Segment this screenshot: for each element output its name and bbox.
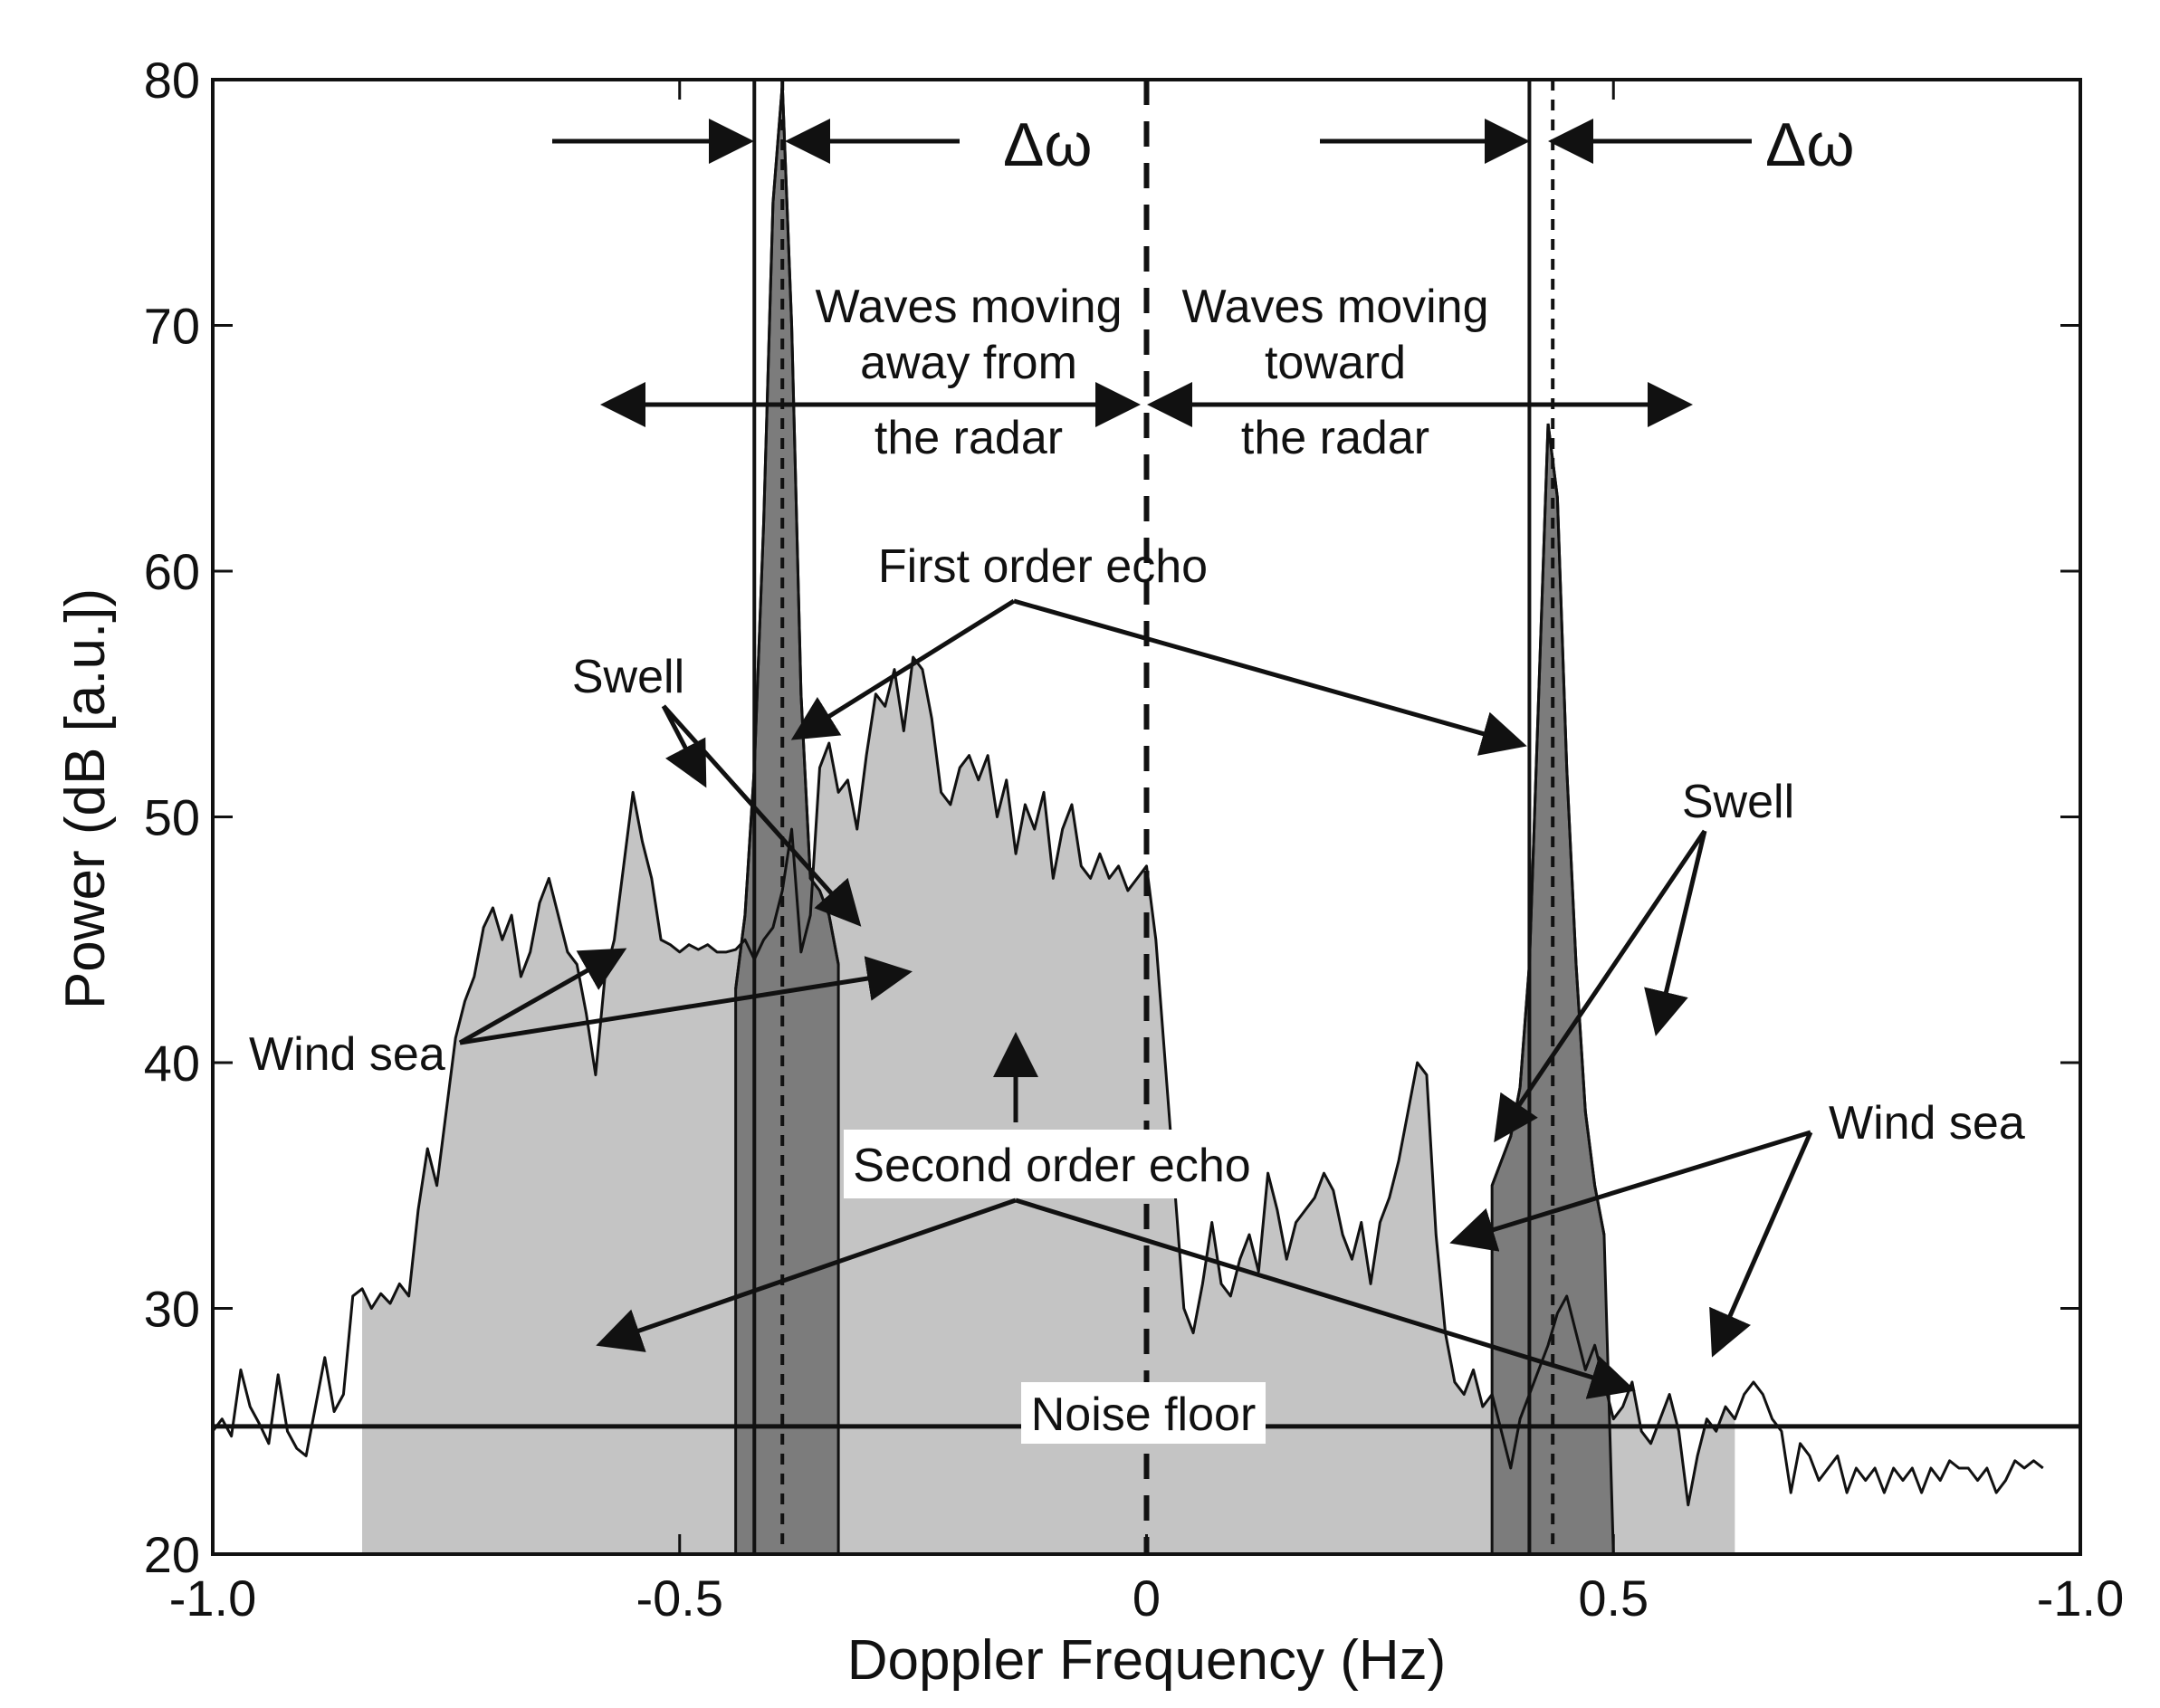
second-order-label-bg bbox=[844, 1130, 1260, 1198]
swell-right-arrow-2 bbox=[1644, 830, 1707, 1036]
wind-sea-right-arrow-2 bbox=[1709, 1131, 1813, 1358]
second-order-fill bbox=[362, 657, 1735, 1554]
swell-left-arrow-1 bbox=[661, 704, 707, 788]
y-tick-label: 50 bbox=[144, 789, 200, 846]
swell-right-arrow-1 bbox=[1494, 829, 1707, 1143]
first-order-arrow-left bbox=[790, 598, 1016, 740]
wind-sea-right-label: Wind sea bbox=[1829, 1097, 2025, 1150]
noise-floor-label: Noise floor bbox=[1031, 1388, 1257, 1441]
second-order-echo-label: Second order echo bbox=[853, 1140, 1250, 1192]
toward-label-line-1: Waves moving bbox=[1181, 281, 1488, 333]
first-order-echo-label: First order echo bbox=[878, 540, 1208, 593]
x-tick-label: -1.0 bbox=[169, 1570, 257, 1627]
noise-floor-label-bg bbox=[1021, 1382, 1266, 1444]
y-tick-label: 30 bbox=[144, 1281, 200, 1338]
wind-sea-left-arrow-1 bbox=[458, 948, 627, 1045]
y-tick-label: 40 bbox=[144, 1035, 200, 1092]
y-tick-label: 80 bbox=[144, 52, 200, 109]
wind-sea-right-arrow-1 bbox=[1449, 1130, 1811, 1252]
y-axis-label: Power (dB [a.u.]) bbox=[54, 588, 117, 1009]
x-tick-label: 0 bbox=[1133, 1570, 1161, 1627]
spectrum-line bbox=[211, 655, 2044, 1507]
swell-left-arrow-2 bbox=[662, 704, 862, 927]
toward-label-line-2: toward bbox=[1265, 337, 1406, 389]
wind-sea-left-label: Wind sea bbox=[249, 1028, 445, 1081]
away-label-line-1: Waves moving bbox=[815, 281, 1122, 333]
x-tick-label: -1.0 bbox=[2037, 1570, 2125, 1627]
x-axis-label: Doppler Frequency (Hz) bbox=[847, 1629, 1447, 1692]
away-label-line-3: the radar bbox=[875, 412, 1063, 464]
wind-sea-left-arrow-2 bbox=[459, 956, 913, 1045]
swell-left-label: Swell bbox=[572, 651, 684, 703]
y-tick-label: 70 bbox=[144, 298, 200, 355]
swell-right-label: Swell bbox=[1682, 776, 1794, 828]
y-tick-label: 60 bbox=[144, 543, 200, 600]
first-order-arrow-right bbox=[1013, 598, 1527, 756]
second-order-arrow-right bbox=[1015, 1198, 1636, 1399]
x-tick-label: 0.5 bbox=[1578, 1570, 1649, 1627]
y-tick-label: 20 bbox=[144, 1526, 200, 1583]
x-tick-label: -0.5 bbox=[636, 1570, 724, 1627]
toward-label-line-3: the radar bbox=[1241, 412, 1429, 464]
second-order-arrow-left bbox=[596, 1198, 1017, 1352]
delta-omega-left-label: Δω bbox=[1003, 110, 1093, 179]
away-label-line-2: away from bbox=[860, 337, 1077, 389]
delta-omega-right-label: Δω bbox=[1765, 110, 1855, 179]
